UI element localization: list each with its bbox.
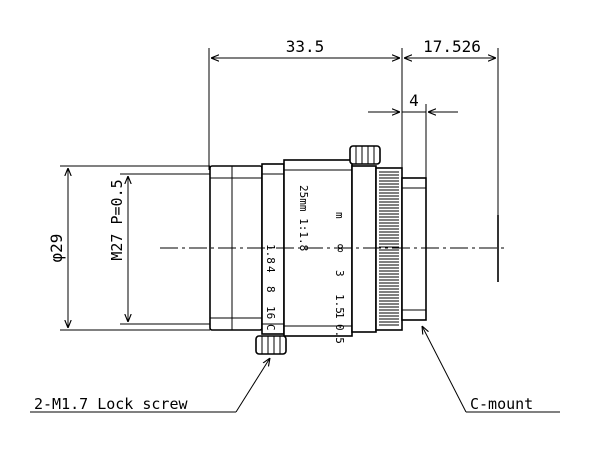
dimension-diameter-label: φ29 xyxy=(47,234,66,263)
lens-markings: 25mm 1:1.8 m ∞ 3 1.51 0.5 1.8 4 8 16C xyxy=(264,185,348,344)
dimension-diameter: φ29 xyxy=(47,165,210,331)
callout-lock-screw-label: 2-M1.7 Lock screw xyxy=(34,395,188,413)
aperture-scale-label: 16 xyxy=(264,306,277,319)
distance-scale-label: 1 xyxy=(333,312,346,319)
distance-scale-label: 0.5 xyxy=(333,324,346,344)
aperture-scale-label: 8 xyxy=(264,286,277,293)
dimension-length: 33.5 xyxy=(211,37,400,58)
callout-mount-label: C-mount xyxy=(470,395,533,413)
knurl-texture xyxy=(379,171,399,326)
dimension-length-label: 33.5 xyxy=(286,37,325,56)
distance-scale-label: 3 xyxy=(333,270,346,277)
aperture-scale-label: 4 xyxy=(264,266,277,273)
dimension-flange-back: 17.526 xyxy=(404,37,496,58)
dimension-thread: M27 P=0.5 xyxy=(108,173,212,325)
dimension-thread-label: M27 P=0.5 xyxy=(108,179,126,260)
aperture-scale-label: 1.8 xyxy=(264,244,277,264)
lock-screw-bottom xyxy=(255,335,287,355)
lock-screw-top xyxy=(349,145,381,165)
callout-lock-screw: 2-M1.7 Lock screw xyxy=(30,358,270,413)
distance-unit-marking: m xyxy=(333,212,346,219)
distance-scale-label: 1.5 xyxy=(333,294,346,314)
dimension-mount-depth: 4 xyxy=(368,91,458,112)
callout-mount: C-mount xyxy=(422,326,560,413)
extension-lines xyxy=(208,48,499,215)
dimension-flange-back-label: 17.526 xyxy=(423,37,481,56)
model-marking: 25mm 1:1.8 xyxy=(297,185,310,251)
distance-scale-label: ∞ xyxy=(332,244,348,253)
aperture-scale-label: C xyxy=(264,324,277,331)
optical-axis xyxy=(160,215,505,282)
dimension-mount-depth-label: 4 xyxy=(409,91,419,110)
